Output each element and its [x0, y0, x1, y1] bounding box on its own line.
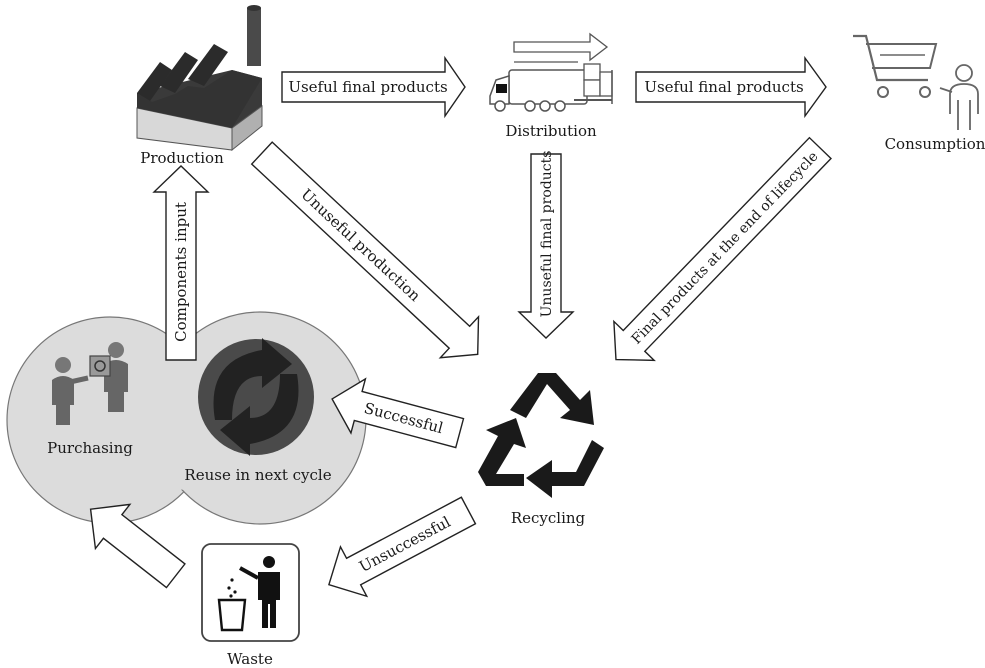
shopping-cart-icon [853, 34, 938, 98]
recycle-icon [478, 373, 604, 498]
arrow-dist-to-cons: Useful final products [635, 55, 827, 119]
arrow-recycling-to-waste: Unsuccessful [328, 496, 477, 598]
arrow-prod-to-dist: Useful final products [281, 55, 466, 119]
person-icon [939, 64, 979, 130]
arrow-waste-to-purchasing [89, 503, 186, 589]
reuse-circle-icon [198, 338, 314, 456]
node-label-distribution: Distribution [505, 122, 597, 140]
node-label-waste: Waste [227, 650, 273, 668]
arrow-cons-to-recycling: Final products at the end of lifecycle [613, 136, 832, 362]
node-label-recycling: Recycling [511, 509, 586, 527]
arrow-label-components-input: Components input [172, 202, 190, 342]
arrow-label-prod-to-dist: Useful final products [288, 78, 447, 96]
factory-icon [136, 5, 263, 152]
arrow-dist-to-recycling: Unuseful final products [517, 151, 575, 339]
arrow-label-unsuccessful: Unsuccessful [356, 513, 454, 576]
arrow-label-cons-to-recycling: Final products at the end of lifecycle [629, 149, 822, 348]
node-label-purchasing: Purchasing [47, 439, 133, 457]
node-label-production: Production [140, 149, 224, 167]
arrow-label-prod-to-recycling: Unuseful production [297, 185, 424, 305]
node-label-reuse: Reuse in next cycle [184, 466, 331, 484]
arrow-purchasing-to-production: Components input [152, 165, 210, 361]
arrow-label-dist-to-cons: Useful final products [644, 78, 803, 96]
arrow-label-dist-to-recycling: Unuseful final products [539, 151, 555, 318]
node-label-consumption: Consumption [885, 135, 985, 153]
trash-bin-icon [201, 543, 300, 642]
handshake-icon [52, 342, 128, 425]
delivery-truck-icon [489, 32, 613, 112]
